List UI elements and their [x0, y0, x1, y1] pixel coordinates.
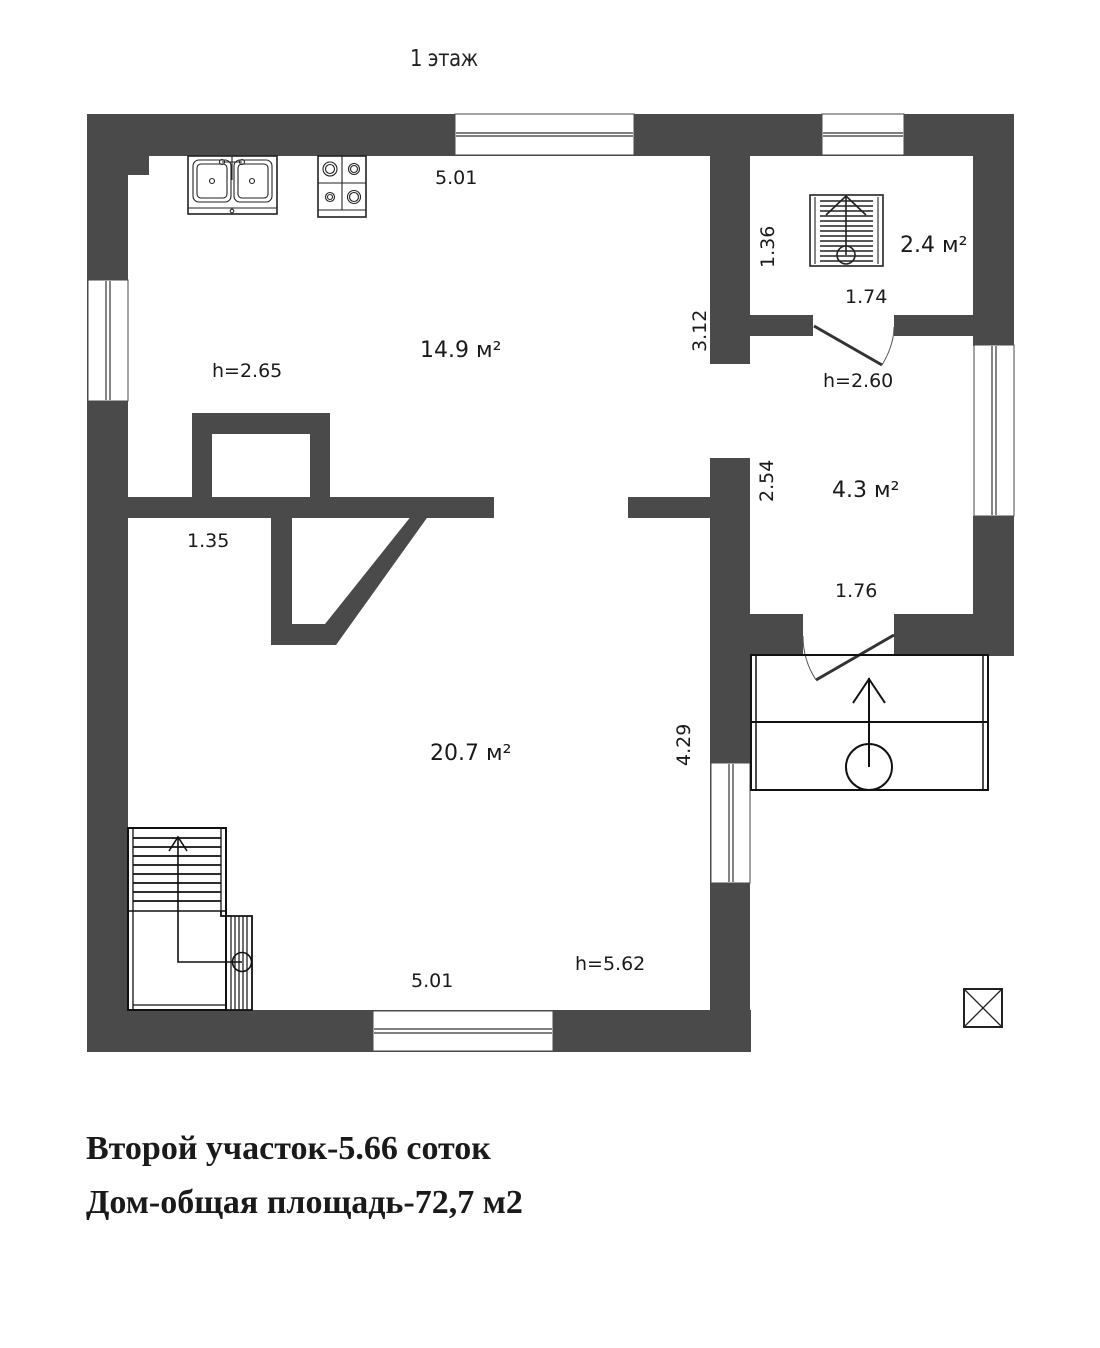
entrance-door: [802, 633, 895, 682]
bathroom-door: [813, 324, 895, 367]
window-bottom-living: [372, 1010, 554, 1052]
window-right-hall: [973, 344, 1015, 517]
house-area-caption: Дом-общая площадь-72,7 м2: [86, 1184, 523, 1221]
living-niche-dim: 1.35: [187, 530, 229, 552]
hall-width-dim: 1.76: [835, 580, 877, 602]
window-top-kitchen: [454, 113, 635, 156]
doors: [802, 324, 895, 682]
vent-cross-icon: [963, 988, 1003, 1028]
living-depth-dim: 4.29: [673, 724, 695, 766]
shower-tray-icon: [809, 194, 884, 267]
kitchen-height-label: h=2.65: [212, 360, 282, 382]
kitchen-width-dim: 5.01: [435, 167, 477, 189]
bathroom-height-label: h=2.60: [823, 370, 893, 392]
floor-plan: 5.01 14.9 м² h=2.65 3.12 1.35 20.7 м² 4.…: [87, 113, 1015, 1052]
four-burner-stove-icon: [317, 155, 367, 218]
living-height-label: h=5.62: [575, 953, 645, 975]
hall-area-label: 4.3 м²: [832, 478, 899, 503]
living-area-label: 20.7 м²: [430, 741, 511, 766]
entrance-porch-icon: [750, 654, 989, 791]
window-right-living: [710, 762, 751, 884]
floor-title: 1 этаж: [410, 46, 478, 72]
windows: [87, 113, 1015, 1052]
bathroom-depth-dim: 1.36: [757, 226, 779, 268]
staircase-icon: [127, 827, 253, 1011]
living-width-dim: 5.01: [411, 970, 453, 992]
kitchen-depth-dim: 3.12: [689, 310, 711, 352]
kitchen-area-label: 14.9 м²: [420, 338, 501, 363]
bathroom-width-dim: 1.74: [845, 286, 887, 308]
walls: [87, 114, 1014, 1052]
window-left-kitchen: [87, 279, 129, 402]
bathroom-area-label: 2.4 м²: [900, 233, 967, 258]
window-top-bathroom: [821, 113, 905, 156]
double-sink-icon: [187, 155, 278, 215]
plot-size-caption: Второй участок-5.66 соток: [86, 1130, 491, 1167]
hall-depth-dim: 2.54: [756, 460, 778, 502]
